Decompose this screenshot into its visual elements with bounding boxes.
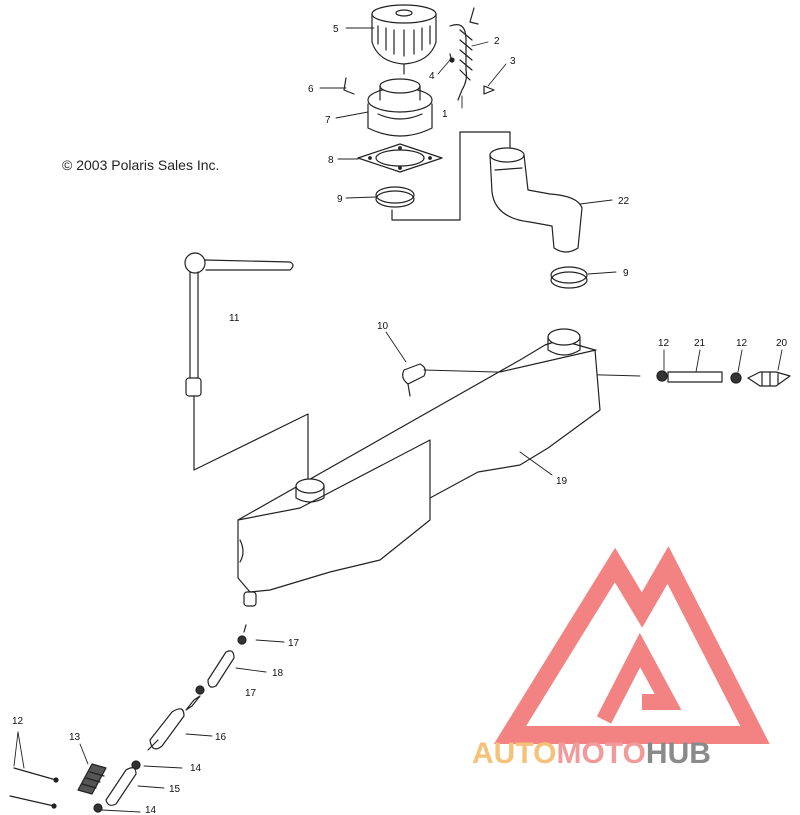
callout-6: 6 (308, 84, 314, 95)
hose-clamp-lower (550, 266, 588, 289)
watermark-hub: HUB (646, 737, 711, 770)
callout-5: 5 (333, 24, 339, 35)
screw (343, 77, 355, 95)
gasket (357, 143, 443, 173)
fuel-cap (371, 4, 437, 65)
watermark-auto: AUTO (472, 737, 556, 770)
callout-9-upper: 9 (337, 194, 343, 205)
callout-19: 19 (556, 476, 568, 487)
callout-12-right: 12 (736, 338, 748, 349)
callout-13: 13 (69, 732, 81, 743)
vent-hose-assembly (656, 370, 791, 387)
callout-11: 11 (229, 313, 240, 324)
callout-14-lower: 14 (145, 805, 157, 815)
callout-8: 8 (328, 155, 334, 166)
filler-neck (367, 78, 433, 137)
fuel-tank (237, 328, 601, 607)
callout-17-upper: 17 (288, 638, 300, 649)
callout-14-upper: 14 (190, 763, 202, 774)
watermark-text: AUTOMOTOHUB (472, 737, 711, 770)
callout-17-lower: 17 (245, 688, 257, 699)
callout-1: 1 (442, 109, 448, 120)
callout-10: 10 (377, 321, 389, 332)
filler-hose (489, 147, 583, 253)
callout-12-left: 12 (658, 338, 670, 349)
callout-7: 7 (325, 115, 331, 126)
callout-16: 16 (215, 732, 227, 743)
callout-12-ties: 12 (12, 716, 24, 727)
cable-ties (9, 767, 59, 809)
watermark-moto: MOTO (556, 737, 645, 770)
callout-20: 20 (776, 338, 788, 349)
fuel-line-assembly (93, 624, 247, 813)
tether-clip (483, 85, 495, 95)
callout-21: 21 (694, 338, 706, 349)
hose-clamp-upper (375, 186, 415, 208)
callout-2: 2 (494, 36, 500, 47)
tether-chain (449, 7, 479, 101)
watermark-logo (493, 546, 770, 744)
callout-22: 22 (618, 196, 630, 207)
copyright-notice: © 2003 Polaris Sales Inc. (62, 157, 220, 173)
callout-9-lower: 9 (623, 268, 629, 279)
callout-3: 3 (510, 56, 516, 67)
vent-fitting (402, 363, 426, 397)
callout-15: 15 (169, 784, 181, 795)
fuel-gauge-sender (184, 252, 294, 397)
fuel-filter (77, 763, 107, 795)
callout-18: 18 (272, 668, 284, 679)
callout-4: 4 (429, 71, 435, 82)
